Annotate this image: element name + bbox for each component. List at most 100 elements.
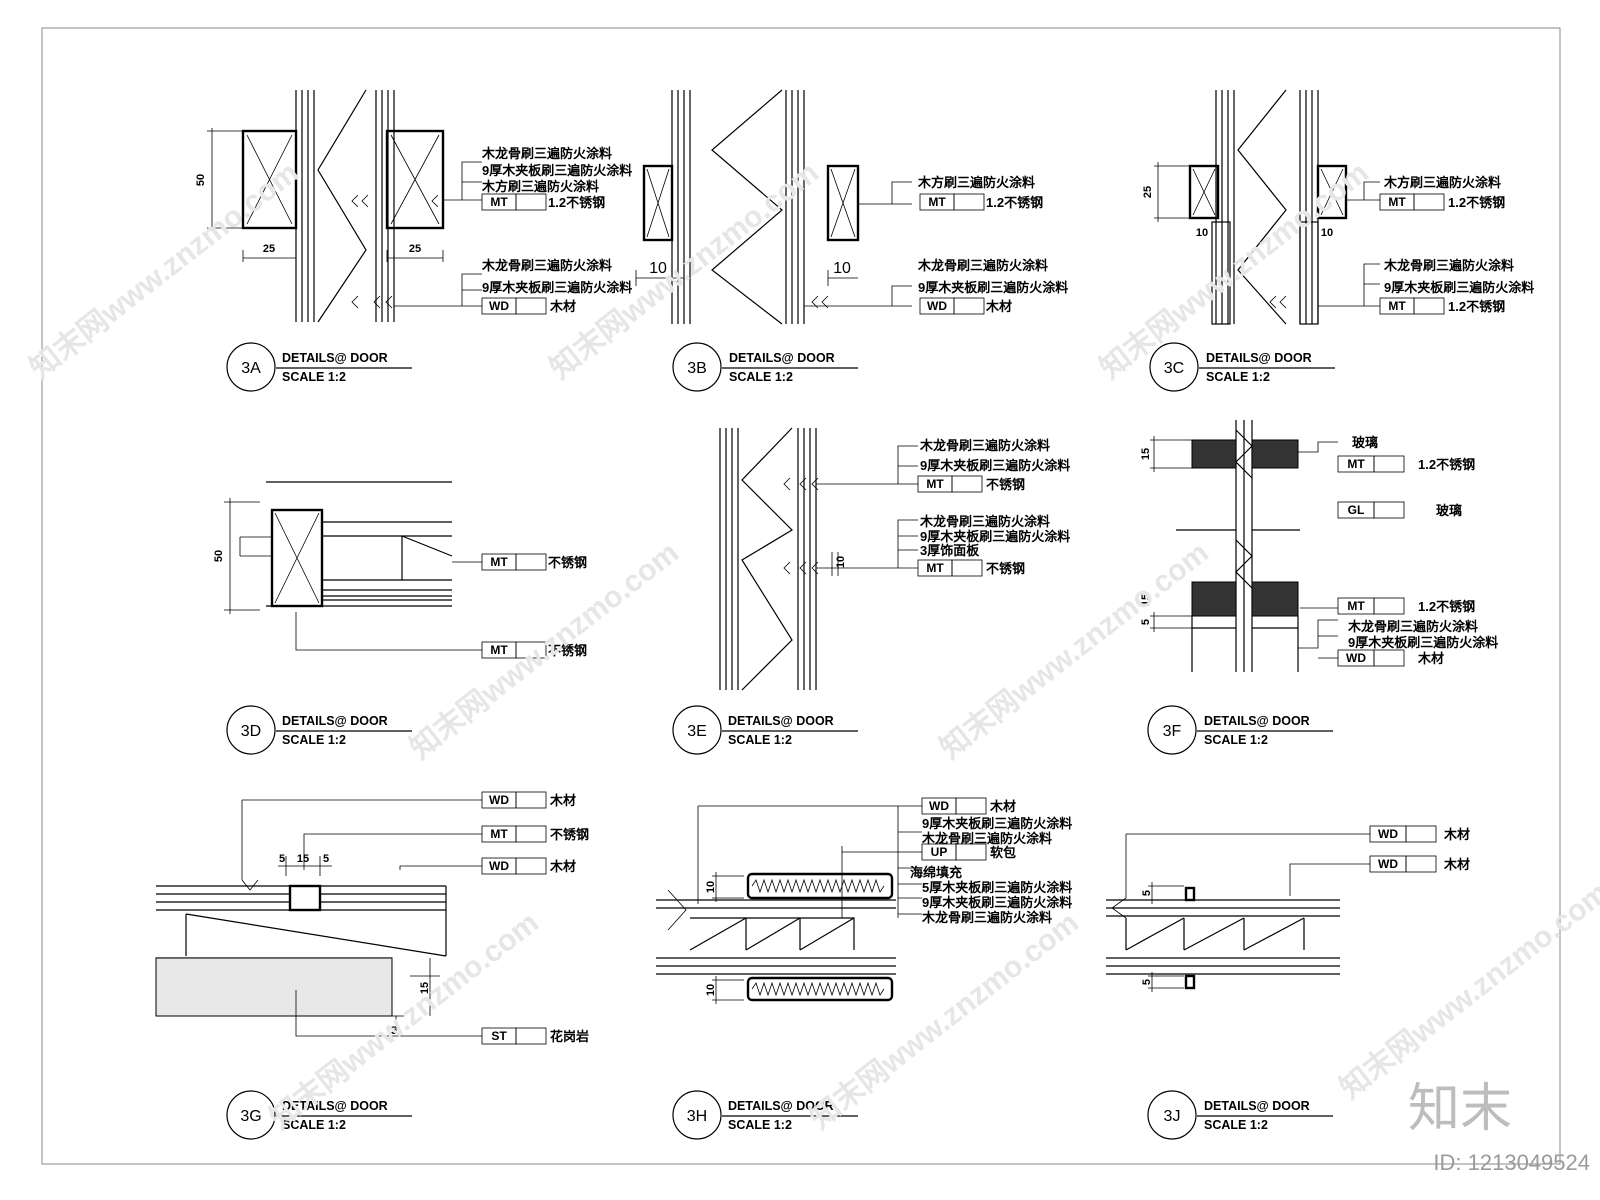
detail-3f-drawing bbox=[1150, 420, 1405, 672]
detail-title-3c: DETAILS@ DOOR bbox=[1206, 351, 1312, 365]
note-3a-wood-keel-2: 木龙骨刷三遍防火涂料 bbox=[481, 258, 612, 273]
note-3b-ply9: 9厚木夹板刷三遍防火涂料 bbox=[918, 280, 1068, 295]
tag-3f-gl: GL bbox=[1348, 503, 1365, 517]
tag-3j-wd-2: WD bbox=[1378, 857, 1398, 871]
note-3h-ply9-2: 9厚木夹板刷三遍防火涂料 bbox=[922, 895, 1072, 910]
detail-code-3j: 3J bbox=[1164, 1108, 1181, 1125]
dim-3j-5-bottom: 5 bbox=[1141, 979, 1153, 985]
dim-3f-15-bottom: 15 bbox=[1140, 594, 1152, 606]
detail-3j-drawing bbox=[1106, 825, 1437, 992]
note-3h-soft: 软包 bbox=[990, 845, 1016, 860]
note-3f-wood-keel: 木龙骨刷三遍防火涂料 bbox=[1347, 619, 1478, 634]
note-3h-sponge: 海绵填充 bbox=[910, 865, 962, 880]
dim-3h-10-bottom: 10 bbox=[705, 984, 717, 996]
detail-scale-3h: SCALE 1:2 bbox=[728, 1118, 792, 1132]
detail-3c-drawing bbox=[1154, 89, 1445, 325]
note-3j-wood-2: 木材 bbox=[1443, 857, 1470, 872]
note-3e-wood-keel-1: 木龙骨刷三遍防火涂料 bbox=[919, 438, 1050, 453]
note-3c-ss12-1: 1.2不锈钢 bbox=[1448, 195, 1505, 210]
note-3a-ply9-2: 9厚木夹板刷三遍防火涂料 bbox=[482, 280, 632, 295]
tag-3g-wd-1: WD bbox=[489, 793, 509, 807]
detail-title-3h: DETAILS@ DOOR bbox=[728, 1099, 834, 1113]
note-3g-wood-1: 木材 bbox=[549, 793, 576, 808]
tag-3f-mt-1: MT bbox=[1347, 457, 1365, 471]
note-3g-granite: 花岗岩 bbox=[550, 1029, 589, 1044]
note-3h-ply9-1: 9厚木夹板刷三遍防火涂料 bbox=[922, 816, 1072, 831]
note-3j-wood-1: 木材 bbox=[1443, 827, 1470, 842]
detail-code-3b: 3B bbox=[687, 360, 707, 377]
note-3b-wood: 木材 bbox=[985, 299, 1012, 314]
note-3b-ss12: 1.2不锈钢 bbox=[986, 195, 1043, 210]
detail-3b-drawing bbox=[635, 89, 985, 325]
detail-code-3c: 3C bbox=[1164, 360, 1184, 377]
tag-3b-mt: MT bbox=[928, 195, 946, 209]
tag-3d-mt-2: MT bbox=[490, 643, 508, 657]
note-3a-wood: 木材 bbox=[549, 299, 576, 314]
detail-scale-3b: SCALE 1:2 bbox=[729, 370, 793, 384]
tag-3b-wd: WD bbox=[927, 299, 947, 313]
detail-title-3e: DETAILS@ DOOR bbox=[728, 714, 834, 728]
detail-title-3g: DETAILS@ DOOR bbox=[282, 1099, 388, 1113]
tag-3a-mt: MT bbox=[490, 195, 508, 209]
detail-scale-3d: SCALE 1:2 bbox=[282, 733, 346, 747]
note-3e-veneer3: 3厚饰面板 bbox=[920, 543, 980, 558]
detail-3g-drawing bbox=[155, 791, 547, 1045]
note-3d-ss-2: 不锈钢 bbox=[548, 643, 587, 658]
tag-3a-wd: WD bbox=[489, 299, 509, 313]
dim-3g-15-vertical: 15 bbox=[419, 982, 431, 994]
detail-title-3b: DETAILS@ DOOR bbox=[729, 351, 835, 365]
tag-3g-mt: MT bbox=[490, 827, 508, 841]
tag-3f-mt-2: MT bbox=[1347, 599, 1365, 613]
dim-3b-10-left: 10 bbox=[649, 260, 667, 277]
note-3c-ply9: 9厚木夹板刷三遍防火涂料 bbox=[1384, 280, 1534, 295]
dim-3g-15: 15 bbox=[297, 853, 309, 865]
dim-3j-5-top: 5 bbox=[1141, 890, 1153, 896]
detail-title-3a: DETAILS@ DOOR bbox=[282, 351, 388, 365]
tag-3h-up: UP bbox=[931, 845, 948, 859]
dim-3d-50: 50 bbox=[213, 550, 225, 562]
note-3c-wood-keel: 木龙骨刷三遍防火涂料 bbox=[1383, 258, 1514, 273]
tag-3f-wd: WD bbox=[1346, 651, 1366, 665]
detail-code-3a: 3A bbox=[241, 360, 261, 377]
detail-3e-drawing bbox=[719, 427, 983, 691]
detail-title-3f: DETAILS@ DOOR bbox=[1204, 714, 1310, 728]
title-markers bbox=[226, 342, 1335, 1140]
watermark-logo: 知末 bbox=[1408, 1080, 1512, 1138]
dim-3f-15-top: 15 bbox=[1140, 448, 1152, 460]
dim-3c-10-left: 10 bbox=[1196, 227, 1208, 239]
detail-code-3h: 3H bbox=[687, 1108, 707, 1125]
note-3g-wood-2: 木材 bbox=[549, 859, 576, 874]
tag-3h-wd: WD bbox=[929, 799, 949, 813]
note-3f-ss12-1: 1.2不锈钢 bbox=[1418, 457, 1475, 472]
dim-3a-25-right: 25 bbox=[409, 243, 421, 255]
detail-scale-3f: SCALE 1:2 bbox=[1204, 733, 1268, 747]
note-3h-ply5: 5厚木夹板刷三遍防火涂料 bbox=[922, 880, 1072, 895]
watermark-4: 知末网www.znzmo.com bbox=[404, 536, 685, 766]
sheet-border bbox=[41, 27, 1561, 1165]
dim-3c-10-right: 10 bbox=[1321, 227, 1333, 239]
detail-3a-drawing bbox=[207, 89, 547, 323]
dim-3b-10-right: 10 bbox=[833, 260, 851, 277]
note-3f-glass-2: 玻璃 bbox=[1436, 503, 1462, 518]
note-3b-wood-keel: 木龙骨刷三遍防火涂料 bbox=[917, 258, 1048, 273]
note-3e-wood-keel-2: 木龙骨刷三遍防火涂料 bbox=[919, 514, 1050, 529]
note-3a-ss12: 1.2不锈钢 bbox=[548, 195, 605, 210]
note-3e-ply9-2: 9厚木夹板刷三遍防火涂料 bbox=[920, 529, 1070, 544]
detail-scale-3e: SCALE 1:2 bbox=[728, 733, 792, 747]
dim-3c-25: 25 bbox=[1142, 186, 1154, 198]
tag-3d-mt-1: MT bbox=[490, 555, 508, 569]
tag-3g-st: ST bbox=[491, 1029, 507, 1043]
note-3b-wood-square: 木方刷三遍防火涂料 bbox=[917, 175, 1035, 190]
note-3f-ply9: 9厚木夹板刷三遍防火涂料 bbox=[1348, 635, 1498, 650]
detail-title-3d: DETAILS@ DOOR bbox=[282, 714, 388, 728]
note-3h-wood-keel-1: 木龙骨刷三遍防火涂料 bbox=[921, 831, 1052, 846]
note-3e-ply9-1: 9厚木夹板刷三遍防火涂料 bbox=[920, 458, 1070, 473]
detail-scale-3g: SCALE 1:2 bbox=[282, 1118, 346, 1132]
tag-3g-wd-2: WD bbox=[489, 859, 509, 873]
note-3c-ss12-2: 1.2不锈钢 bbox=[1448, 299, 1505, 314]
dim-3g-5-left: 5 bbox=[279, 853, 285, 865]
note-3f-wood: 木材 bbox=[1417, 651, 1444, 666]
dim-3a-50: 50 bbox=[195, 174, 207, 186]
dim-3g-5-bottom: 5 bbox=[391, 1025, 397, 1037]
